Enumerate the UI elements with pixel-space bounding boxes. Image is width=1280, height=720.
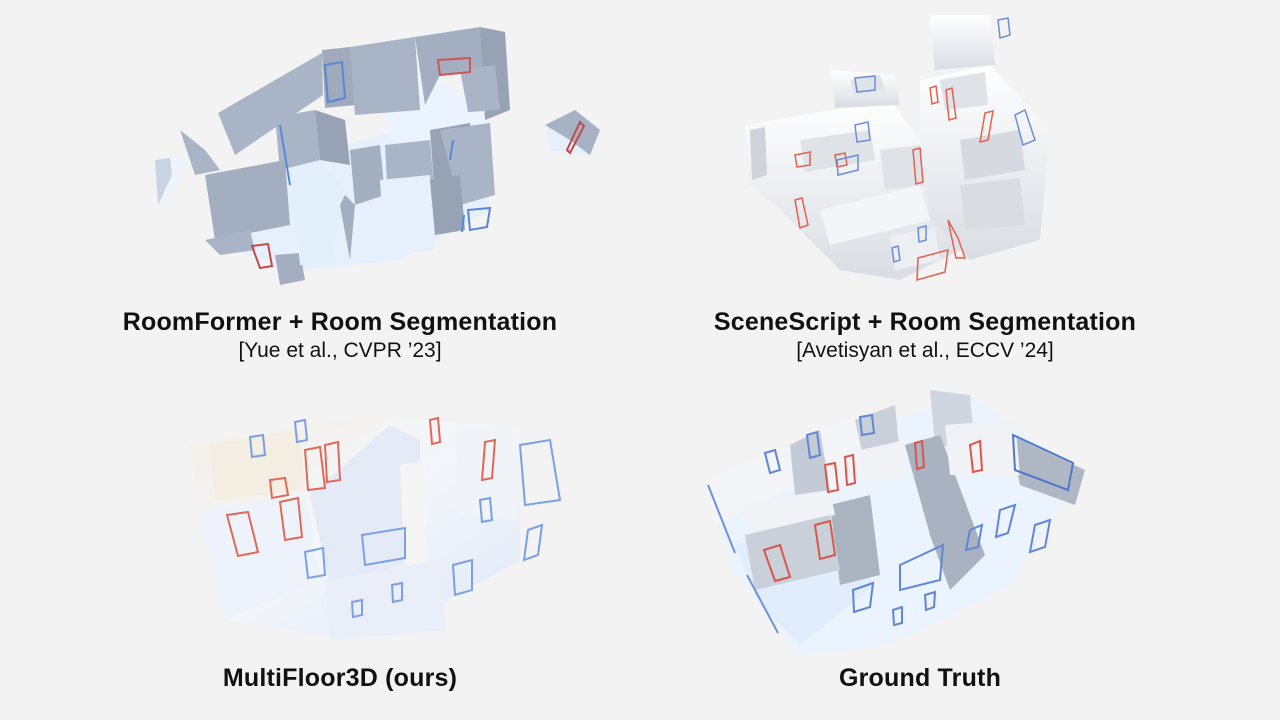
caption-multifloor3d: MultiFloor3D (ours): [40, 663, 640, 693]
caption-scenescript: SceneScript + Room Segmentation [Avetisy…: [625, 307, 1225, 365]
ground-truth-3d-render: [705, 390, 1085, 655]
panel-citation: [Yue et al., CVPR ’23]: [238, 339, 442, 362]
caption-roomformer: RoomFormer + Room Segmentation [Yue et a…: [40, 307, 640, 365]
panel-title: Ground Truth: [838, 664, 1002, 692]
panel-citation: [Avetisyan et al., ECCV ’24]: [796, 339, 1054, 362]
panel-multifloor3d: MultiFloor3D (ours): [0, 370, 640, 720]
panel-title: SceneScript + Room Segmentation: [713, 308, 1137, 336]
roomformer-3d-render: [155, 27, 600, 285]
multifloor3d-3d-render: [190, 415, 562, 640]
panel-roomformer: RoomFormer + Room Segmentation [Yue et a…: [0, 0, 640, 370]
scenescript-3d-render: [745, 15, 1050, 282]
panel-ground-truth: Ground Truth: [640, 370, 1280, 720]
caption-ground-truth: Ground Truth: [620, 663, 1220, 693]
panel-title: MultiFloor3D (ours): [222, 664, 458, 692]
panel-title: RoomFormer + Room Segmentation: [122, 308, 558, 336]
panel-scenescript: SceneScript + Room Segmentation [Avetisy…: [640, 0, 1280, 370]
